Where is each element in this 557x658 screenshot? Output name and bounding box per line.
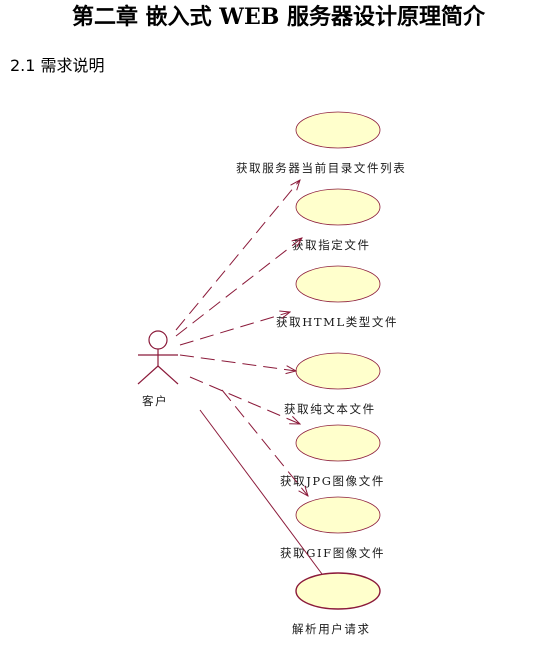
- association-list-dir: [175, 180, 300, 331]
- association-get-file: [175, 238, 302, 337]
- actor-head: [148, 330, 168, 350]
- use-case-ellipse-list-dir: [295, 111, 381, 149]
- use-case-label-get-text: 获取纯文本文件: [284, 402, 376, 416]
- actor-figure: [137, 330, 179, 385]
- use-case-ellipse-parse-request: [295, 572, 381, 610]
- use-case-ellipse-get-text: [295, 352, 381, 390]
- association-get-gif: [221, 389, 308, 496]
- use-case-label-parse-request: 解析用户请求: [292, 622, 371, 636]
- association-get-text: [179, 354, 296, 371]
- use-case-label-get-html: 获取HTML类型文件: [276, 315, 398, 329]
- use-case-ellipse-get-html: [295, 265, 381, 303]
- use-case-ellipse-get-gif: [295, 496, 381, 534]
- use-case-ellipse-get-jpg: [295, 424, 381, 462]
- section-title: 2.1 需求说明: [10, 56, 105, 75]
- actor-label: 客户: [142, 394, 168, 408]
- association-get-html: [179, 312, 290, 346]
- use-case-ellipse-get-file: [295, 188, 381, 226]
- chapter-title: 第二章 嵌入式 WEB 服务器设计原理简介: [71, 4, 486, 30]
- actor-right-leg: [157, 365, 179, 385]
- actor-left-leg: [137, 365, 159, 385]
- use-case-label-get-gif: 获取GIF图像文件: [280, 546, 385, 560]
- association-parse-request: [199, 409, 323, 575]
- use-case-label-get-file: 获取指定文件: [292, 238, 371, 252]
- association-get-jpg: [189, 376, 300, 424]
- use-case-label-get-jpg: 获取JPG图像文件: [280, 474, 385, 488]
- use-case-label-list-dir: 获取服务器当前目录文件列表: [236, 161, 406, 175]
